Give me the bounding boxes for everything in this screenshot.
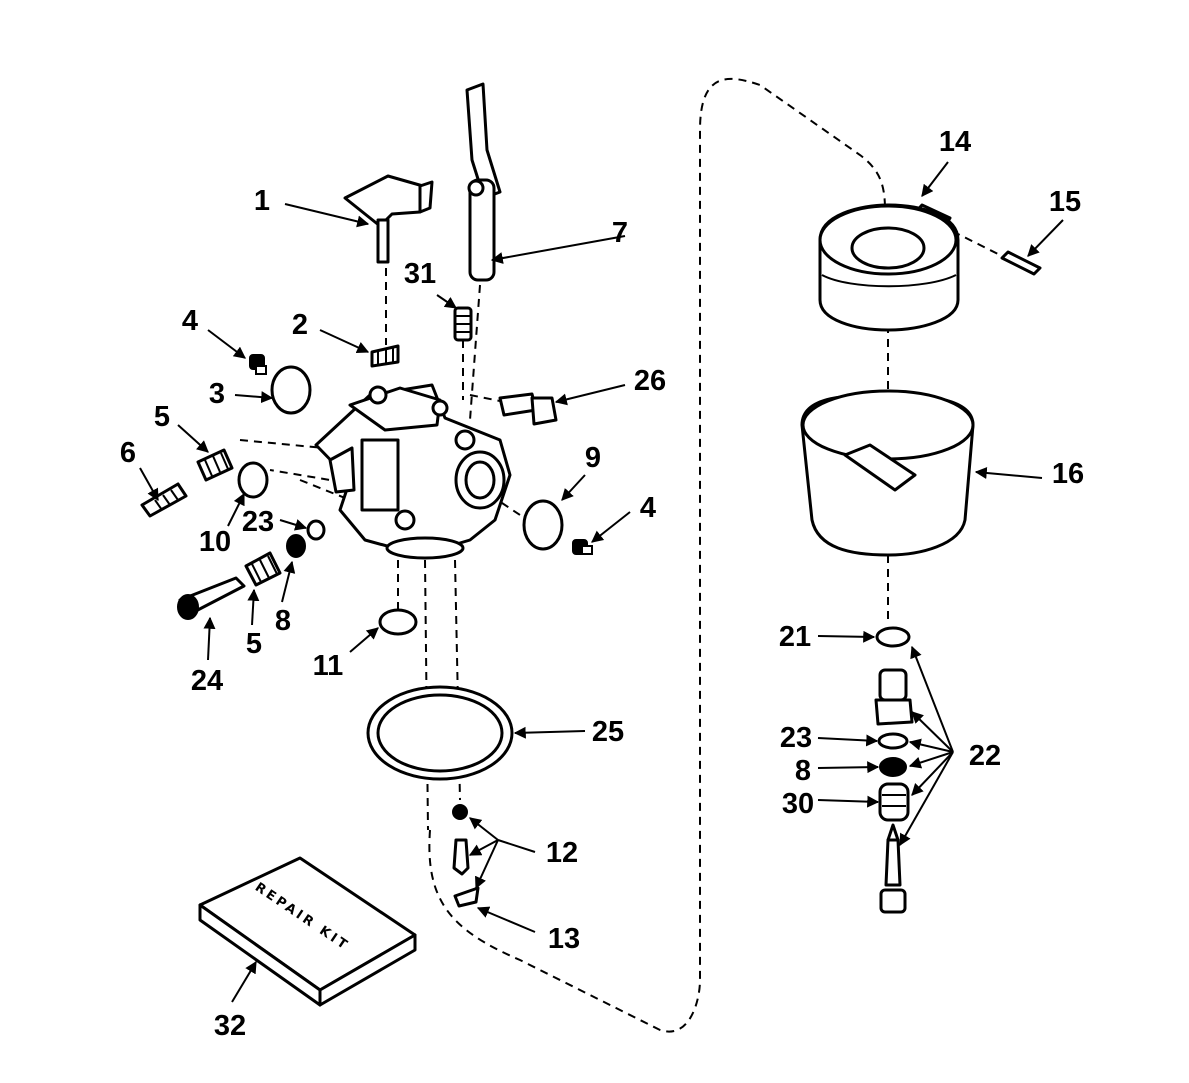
callout-21: 21 <box>779 621 811 653</box>
float-bowl-part <box>800 389 975 557</box>
inlet-needle-seat-part <box>452 804 470 876</box>
washer-8-right-part <box>879 757 907 777</box>
gasket-23-left-part <box>306 519 326 541</box>
clip-13-part <box>453 886 480 908</box>
callout-13: 13 <box>548 923 580 955</box>
spring-5-lower-part <box>244 551 282 587</box>
callout-25: 25 <box>592 716 624 748</box>
gasket-23-right-part <box>877 732 909 750</box>
spring-31-part <box>453 306 473 342</box>
bowl-nut-part <box>874 668 914 726</box>
callout-32: 32 <box>214 1010 246 1042</box>
spring-30-part <box>878 782 910 822</box>
callout-6: 6 <box>120 437 136 469</box>
needle-valve-part <box>177 576 246 620</box>
idle-screw-part <box>140 482 188 518</box>
welch-plug-part <box>237 461 269 499</box>
callout-7: 7 <box>612 217 628 249</box>
choke-plate-part <box>522 499 564 551</box>
screw-4-left-part <box>249 354 267 375</box>
callout-5-lower: 5 <box>246 628 262 660</box>
callout-8-right: 8 <box>795 755 811 787</box>
fuel-fitting-part <box>498 392 558 426</box>
throttle-plate-part <box>270 365 312 415</box>
callout-14: 14 <box>939 126 971 158</box>
callout-4-right: 4 <box>640 492 656 524</box>
float-part <box>818 203 960 332</box>
washer-8-left-part <box>286 534 306 558</box>
callout-labels: 1 2 3 4 4 5 5 6 7 8 8 9 10 11 12 13 14 1… <box>120 126 1084 1042</box>
callout-23-right: 23 <box>780 722 812 754</box>
callout-31: 31 <box>404 258 436 290</box>
callout-16: 16 <box>1052 458 1084 490</box>
bowl-gasket-ring-part <box>366 685 514 781</box>
spring-2-part <box>370 344 400 368</box>
callout-3: 3 <box>209 378 225 410</box>
callout-4-left: 4 <box>182 305 198 337</box>
callout-15: 15 <box>1049 186 1081 218</box>
callout-23-left: 23 <box>242 506 274 538</box>
callout-5-upper: 5 <box>154 401 170 433</box>
callout-10: 10 <box>199 526 231 558</box>
callout-1: 1 <box>254 185 270 217</box>
plug-11-part <box>378 608 418 636</box>
repair-kit-box-part: REPAIR KIT <box>198 856 417 1007</box>
spring-5-upper-part <box>196 448 234 482</box>
callout-12: 12 <box>546 837 578 869</box>
callout-24: 24 <box>191 665 223 697</box>
washer-21-part <box>875 626 911 648</box>
leader-lines <box>139 161 1064 1003</box>
hinge-pin-part <box>1000 250 1042 276</box>
callout-26: 26 <box>634 365 666 397</box>
screw-4-right-part <box>572 539 593 555</box>
callout-8-left: 8 <box>275 605 291 637</box>
carburetor-body-part <box>314 383 512 560</box>
callout-2: 2 <box>292 309 308 341</box>
callout-22: 22 <box>969 740 1001 772</box>
callout-30: 30 <box>782 788 814 820</box>
adjusting-needle-part <box>879 823 907 914</box>
choke-bracket-part <box>343 174 434 264</box>
callout-9: 9 <box>585 442 601 474</box>
throttle-lever-part <box>465 82 502 282</box>
callout-11: 11 <box>313 650 344 682</box>
